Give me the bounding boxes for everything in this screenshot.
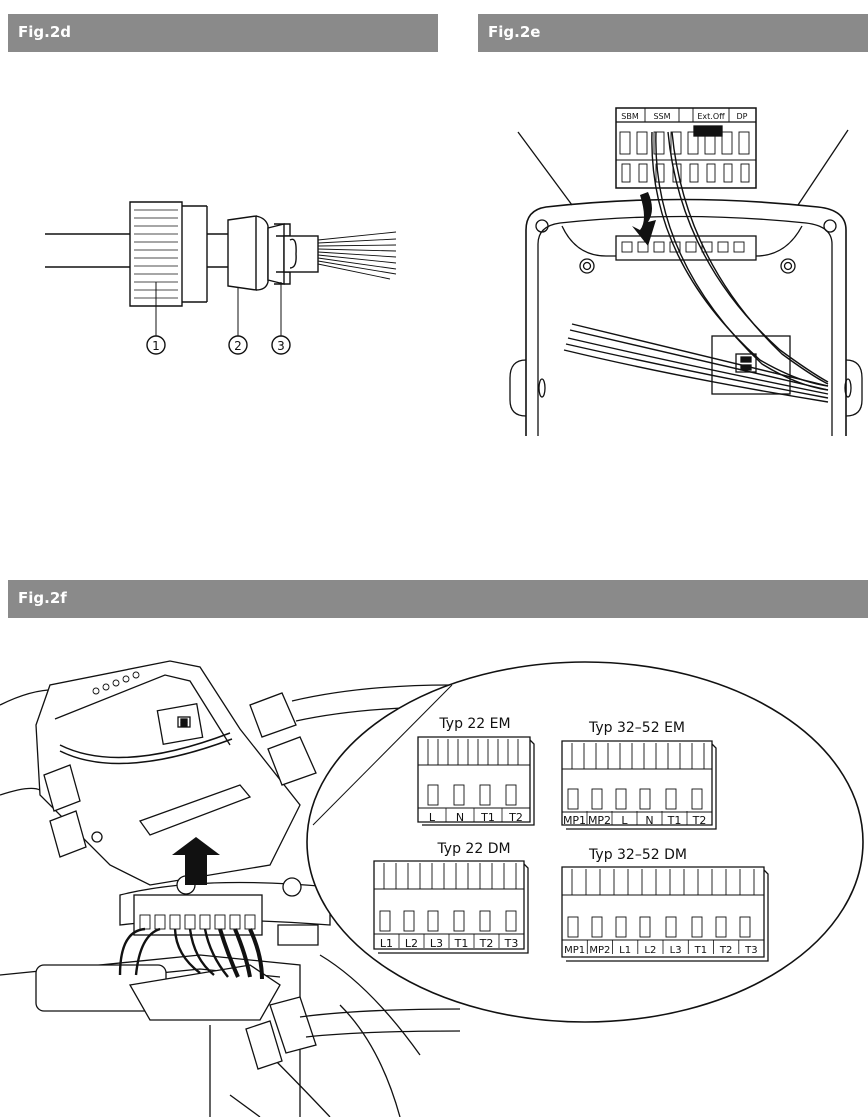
pin-label-2-4: T2: [479, 937, 494, 950]
magnifier-ellipse: [306, 661, 864, 1023]
housing-body: [509, 198, 863, 436]
connector-typ-32-52-em: Typ 32–52 EM: [561, 720, 717, 830]
fig-2f-title: Fig.2f: [18, 589, 67, 607]
callout-2: 2: [228, 335, 248, 355]
pin-label-2-2: L3: [430, 937, 443, 950]
pin-label-3-5: T1: [694, 945, 707, 956]
terminal-label-dp: DP: [737, 112, 748, 121]
typ-32-52-em-title: Typ 32–52 EM: [588, 720, 685, 736]
pin-label-0-1: N: [456, 811, 464, 824]
board-receptacle: [615, 235, 757, 261]
lift-arrow-icon: [172, 837, 220, 885]
pin-label-1-3: N: [645, 814, 653, 827]
pin-label-3-3: L2: [644, 945, 656, 956]
pin-label-0-0: L: [429, 811, 436, 824]
terminal-wires: [118, 927, 264, 980]
fig-2f-connector-diagram: Typ 22 EM Typ 32–52 EM: [0, 660, 864, 1117]
pin-label-1-1: MP2: [588, 814, 611, 827]
pin-label-3-2: L1: [619, 945, 631, 956]
typ-32-52-dm-title: Typ 32–52 DM: [588, 847, 687, 863]
fig-2f-header: Fig.2f: [8, 580, 868, 618]
pin-label-0-2: T1: [480, 811, 495, 824]
wire-bundle: [317, 231, 397, 280]
insert-arrow-icon: [632, 192, 656, 246]
connector-typ-32-52-dm: Typ 32–52 DM: [561, 847, 769, 962]
callout-3-label: 3: [277, 339, 285, 353]
gland-nut: [129, 201, 208, 307]
fig-2e-title: Fig.2e: [488, 23, 541, 41]
callout-1: 1: [146, 335, 166, 355]
pin-label-3-1: MP2: [589, 945, 610, 956]
pin-label-2-0: L1: [380, 937, 393, 950]
typ-22-em-title: Typ 22 EM: [438, 716, 510, 732]
dip-switch: [711, 335, 791, 395]
cable-bundle: [563, 323, 829, 403]
magnifier-leader-line: [312, 684, 453, 826]
fig-2e-header: Fig.2e: [478, 14, 868, 52]
motor-housing: [0, 660, 301, 886]
pin-label-3-0: MP1: [564, 945, 585, 956]
terminal-plug: SBM SSM Ext.Off DP: [615, 107, 757, 189]
callout-2-label: 2: [234, 339, 242, 353]
seal-ring: [227, 215, 269, 291]
front-gland: [245, 996, 461, 1070]
clamp-insert: [267, 223, 319, 285]
pin-label-1-0: MP1: [563, 814, 586, 827]
pin-label-2-3: T1: [454, 937, 469, 950]
terminal-label-ext-off: Ext.Off: [697, 112, 725, 121]
pin-label-1-2: L: [621, 814, 628, 827]
typ-22-dm-title: Typ 22 DM: [436, 841, 510, 857]
pin-label-1-5: T2: [692, 814, 707, 827]
fig-2d-title: Fig.2d: [18, 23, 71, 41]
pin-label-0-3: T2: [508, 811, 523, 824]
fig-2d-cable-gland-diagram: 1 2 3: [45, 201, 397, 355]
pin-label-2-5: T3: [504, 937, 519, 950]
housing-glands: [43, 684, 451, 858]
pin-label-3-6: T2: [719, 945, 732, 956]
fig-2e-terminal-box-diagram: SBM SSM Ext.Off DP: [509, 107, 863, 436]
pin-label-2-1: L2: [405, 937, 418, 950]
pin-label-3-4: L3: [670, 945, 682, 956]
motor-terminal-block: [35, 894, 281, 1021]
connector-typ-22-dm: Typ 22 DM: [373, 841, 529, 954]
pin-label-3-7: T3: [744, 945, 757, 956]
callout-1-label: 1: [152, 339, 160, 353]
connector-typ-22-em: Typ 22 EM: [417, 716, 535, 826]
pin-label-1-4: T1: [667, 814, 682, 827]
terminal-label-ssm: SSM: [653, 112, 670, 121]
callout-3: 3: [271, 335, 291, 355]
fig-2d-header: Fig.2d: [8, 14, 438, 52]
terminal-label-sbm: SBM: [621, 112, 639, 121]
